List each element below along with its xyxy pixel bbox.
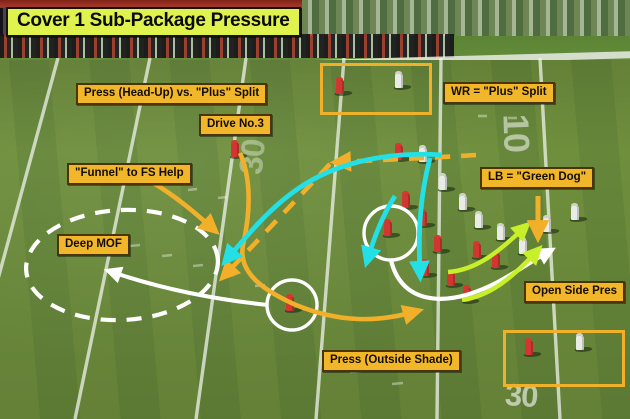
sideline-personnel (0, 34, 454, 58)
label-funnel-fs-help: "Funnel" to FS Help (67, 163, 192, 185)
wr-release-cyan-vertical (409, 157, 433, 283)
label-drive-no-3: Drive No.3 (199, 114, 272, 136)
wr-release-cyan-left (221, 151, 443, 266)
bottom-right-matchup-highlight-box (503, 330, 625, 387)
page-title: Cover 1 Sub-Package Pressure (6, 7, 301, 37)
label-press-outside-shade: Press (Outside Shade) (322, 350, 461, 372)
label-wr-plus-split: WR = "Plus" Split (443, 82, 555, 104)
top-matchup-highlight-box (320, 63, 432, 115)
fs-deep-mof-arrow (103, 266, 269, 307)
label-press-head-up: Press (Head-Up) vs. "Plus" Split (76, 83, 268, 105)
funnel-arrow (150, 180, 220, 235)
wr-release-cyan-right (361, 194, 398, 268)
open-side-blitz-green-1 (461, 244, 543, 303)
deep-mof-ellipse (23, 207, 221, 323)
label-deep-mof: Deep MOF (57, 234, 130, 256)
far-sideline-grass (302, 0, 630, 36)
open-side-blitz-green-2 (447, 221, 532, 275)
label-lb-green-dog: LB = "Green Dog" (480, 167, 595, 189)
corner-cross-arrow (237, 152, 424, 325)
label-open-side-press: Open Side Pres (524, 281, 626, 303)
